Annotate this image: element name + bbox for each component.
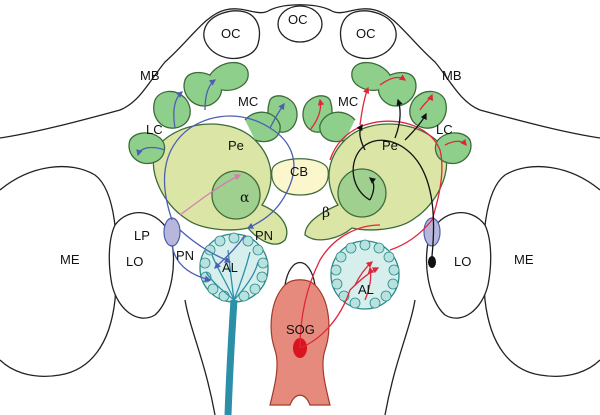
black-soma-right [428, 256, 436, 268]
label-oc-center: OC [288, 12, 308, 27]
center-notch [284, 262, 316, 286]
lp-neuron-right [423, 217, 441, 247]
pink-neuron [179, 174, 242, 216]
label-pn-left: PN [176, 248, 194, 263]
me-right-outline [482, 165, 600, 377]
label-mc-left: MC [238, 94, 258, 109]
label-mb-left: MB [140, 68, 160, 83]
lower-outline-left [184, 299, 216, 415]
label-lo-left: LO [126, 254, 143, 269]
label-me-left: ME [60, 252, 80, 267]
right-calyces [302, 61, 472, 165]
label-al-right: AL [358, 282, 374, 297]
label-oc-right: OC [356, 26, 376, 41]
me-left-outline [0, 165, 118, 377]
oc-lobe-outline [203, 10, 261, 60]
antennal-nerve-left [224, 299, 238, 415]
alpha-lobe [211, 170, 261, 220]
label-lo-right: LO [454, 254, 471, 269]
label-me-right: ME [514, 252, 534, 267]
lp-neuron-left [163, 217, 181, 247]
label-beta: β [322, 205, 330, 221]
black-neurons-right [352, 98, 435, 257]
label-lc-left: LC [146, 122, 163, 137]
label-pe-left: Pe [228, 138, 244, 153]
oc-center-outline [277, 5, 323, 43]
label-al-left: AL [222, 260, 238, 275]
left-calyces [128, 61, 298, 165]
label-pn-center: PN [255, 228, 273, 243]
label-mc-right: MC [338, 94, 358, 109]
oc-lobe-outline-right [339, 10, 397, 60]
red-neurons-right [299, 74, 467, 349]
brain-outline [0, 4, 600, 139]
central-body [271, 158, 329, 196]
label-pe-right: Pe [382, 138, 398, 153]
label-oc-left: OC [221, 26, 241, 41]
label-cb: CB [290, 164, 308, 179]
label-alpha: α [240, 190, 250, 206]
label-lc-right: LC [436, 122, 453, 137]
blue-neurons-left [136, 79, 295, 282]
lo-left-outline [108, 212, 175, 319]
lo-right-outline [425, 212, 492, 319]
label-sog: SOG [286, 322, 315, 337]
al-right [330, 239, 400, 310]
lower-outline-right [384, 299, 416, 415]
label-lp: LP [134, 228, 150, 243]
label-mb-right: MB [442, 68, 462, 83]
